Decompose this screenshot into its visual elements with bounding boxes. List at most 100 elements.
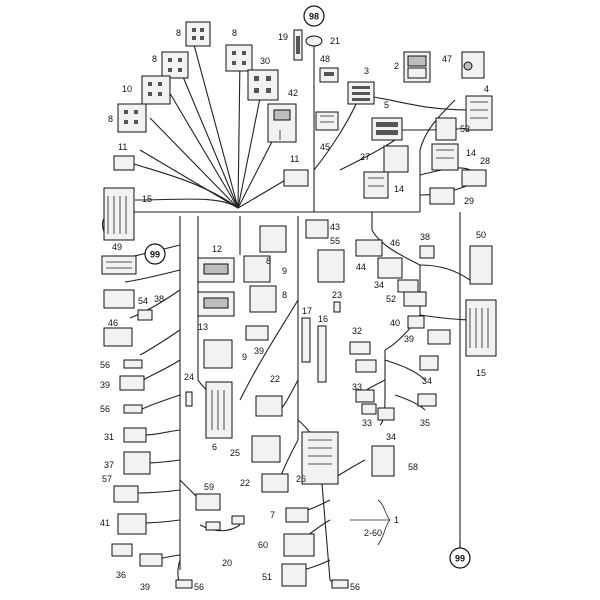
label-44: 44: [356, 262, 366, 272]
label-34-mid: 34: [422, 376, 432, 386]
label-8-center2: 8: [282, 290, 287, 300]
fuse-box-26: [301, 431, 339, 485]
connector-53: [435, 117, 457, 141]
relay-8-top-1: [185, 21, 211, 47]
label-39-right: 39: [404, 334, 414, 344]
label-32: 32: [352, 326, 362, 336]
label-19: 19: [278, 32, 288, 42]
callout-99-bottom: 99: [449, 547, 471, 569]
label-40: 40: [390, 318, 400, 328]
relay-9-center: [243, 255, 271, 283]
label-24: 24: [184, 372, 194, 382]
module-11-left: [113, 155, 135, 171]
connector-29: [429, 187, 455, 205]
label-13: 13: [198, 322, 208, 332]
label-42: 42: [288, 88, 298, 98]
label-2: 2: [394, 61, 399, 71]
label-33-a: 33: [352, 382, 362, 392]
label-41: 41: [100, 518, 110, 528]
label-34-upper: 34: [374, 280, 384, 290]
control-unit-15-right: [465, 299, 497, 357]
connector-44: [355, 239, 383, 257]
label-22-lower: 22: [240, 478, 250, 488]
grommet-21: [305, 35, 323, 47]
connector-32-b: [355, 359, 377, 373]
connectors: [101, 21, 497, 589]
label-48: 48: [320, 54, 330, 64]
svg-text:99: 99: [455, 554, 465, 564]
relay-8-top-3: [161, 51, 189, 79]
pin-56-b: [123, 404, 143, 414]
control-unit-6: [205, 381, 233, 439]
connector-48: [319, 67, 339, 83]
connector-34-upper: [397, 279, 419, 293]
label-56-b: 56: [100, 404, 110, 414]
label-22-upper: 22: [270, 374, 280, 384]
label-26: 26: [296, 474, 306, 484]
connector-46-left: [103, 327, 133, 347]
label-12: 12: [212, 244, 222, 254]
connector-28: [461, 169, 487, 187]
label-46-left: 46: [108, 318, 118, 328]
label-5: 5: [384, 100, 389, 110]
label-56-d: 56: [350, 582, 360, 592]
label-8-top2: 8: [232, 28, 237, 38]
label-55: 55: [330, 236, 340, 246]
label-56-c: 56: [194, 582, 204, 592]
connector-14-upper: [431, 143, 459, 171]
connector-41: [117, 513, 147, 535]
label-16: 16: [318, 314, 328, 324]
label-39-a: 39: [100, 380, 110, 390]
label-9-lower: 9: [242, 352, 247, 362]
label-34-bottom: 34: [386, 432, 396, 442]
label-11-left: 11: [118, 142, 127, 152]
label-range: 2-60: [364, 528, 382, 538]
label-38-left: 38: [154, 294, 164, 304]
label-54: 54: [138, 296, 148, 306]
label-25: 25: [230, 448, 240, 458]
label-36: 36: [116, 570, 126, 580]
label-30: 30: [260, 56, 270, 66]
connector-27: [383, 145, 409, 173]
control-unit-15-left: [103, 187, 135, 241]
connector-60: [283, 533, 315, 557]
label-8-top1: 8: [176, 28, 181, 38]
callout-98: 98: [303, 5, 325, 27]
connector-46-right: [377, 257, 403, 279]
range-bracket: [350, 499, 391, 546]
connector-39-right: [427, 329, 451, 345]
connector-31: [123, 427, 147, 443]
connector-39-center: [245, 325, 269, 341]
label-17: 17: [302, 306, 312, 316]
relay-box-2: [403, 51, 431, 83]
label-33-b: 33: [362, 418, 372, 428]
label-8-top3: 8: [152, 54, 157, 64]
connector-34-bottom: [377, 407, 395, 421]
label-43: 43: [330, 222, 340, 232]
clip-38-right: [419, 245, 435, 259]
connector-50: [469, 245, 493, 285]
relay-8-top-2: [225, 44, 253, 72]
svg-text:99: 99: [150, 250, 160, 260]
clip-23: [333, 301, 341, 313]
connector-47: [461, 51, 485, 79]
clip-38-left: [137, 309, 153, 321]
connector-57: [113, 485, 139, 503]
relay-30: [247, 69, 279, 101]
label-29: 29: [464, 196, 474, 206]
connector-5: [371, 117, 403, 141]
module-55: [317, 249, 345, 283]
connector-34-mid: [419, 355, 439, 371]
connector-39-b: [139, 553, 163, 567]
label-9-center: 9: [282, 266, 287, 276]
connector-43: [305, 219, 329, 239]
relay-10: [141, 75, 171, 105]
label-49: 49: [112, 242, 122, 252]
module-58: [371, 445, 395, 477]
label-59: 59: [204, 482, 214, 492]
relay-12: [197, 257, 235, 283]
connector-59: [195, 493, 221, 511]
pin-56-c: [175, 579, 193, 589]
harness-20: [205, 515, 245, 531]
label-38-right: 38: [420, 232, 430, 242]
